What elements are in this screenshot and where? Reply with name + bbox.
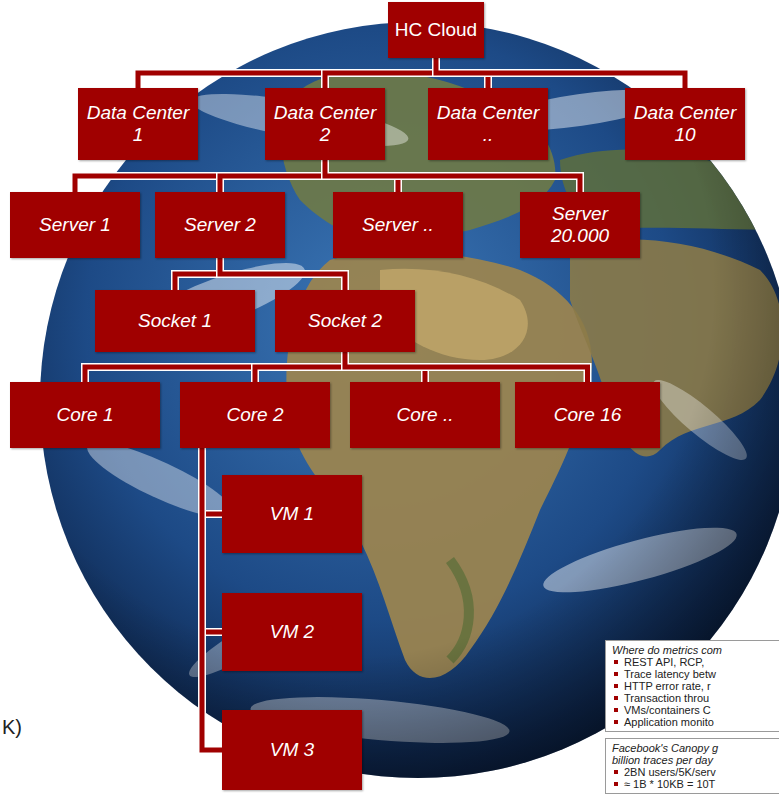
box-label: Data Center 2 — [271, 102, 379, 146]
bullet-row: Transaction throu — [612, 692, 779, 704]
bullet-marker — [614, 660, 618, 664]
hierarchy-box: VM 3 — [222, 710, 362, 790]
hierarchy-box: Core .. — [350, 382, 500, 448]
bullet-text: ≈ 1B * 10KB = 10T — [624, 778, 715, 790]
box-label: VM 1 — [270, 503, 314, 525]
box-label: Server 1 — [39, 214, 111, 236]
box-label: Server .. — [362, 214, 434, 236]
hierarchy-box: VM 1 — [222, 475, 362, 553]
bullet-row: ≈ 1B * 10KB = 10T — [612, 778, 779, 790]
bullet-marker — [614, 684, 618, 688]
hierarchy-box: Server 1 — [10, 192, 140, 258]
tree-connector — [325, 58, 436, 88]
hierarchy-box: Data Center 2 — [265, 88, 385, 160]
hierarchy-box: Server .. — [333, 192, 463, 258]
bullet-row: REST API, RCP, — [612, 656, 779, 668]
tree-connector — [325, 160, 580, 192]
tree-connector — [436, 58, 685, 88]
tree-connector — [138, 58, 436, 88]
tree-connector — [75, 160, 325, 192]
box-label: Server 20.000 — [526, 203, 634, 247]
tree-connector — [345, 352, 588, 382]
bullet-row: Trace latency betw — [612, 668, 779, 680]
bullet-text: Trace latency betw — [624, 668, 716, 680]
panel-heading: Facebook's Canopy g billion traces per d… — [612, 742, 740, 766]
hierarchy-box: Core 2 — [180, 382, 330, 448]
tree-connector — [175, 258, 220, 290]
box-label: Data Center .. — [434, 102, 542, 146]
tree-connector — [202, 448, 222, 750]
tree-connector — [255, 352, 345, 382]
hierarchy-box: Core 1 — [10, 382, 160, 448]
bullet-text: REST API, RCP, — [624, 656, 704, 668]
box-label: VM 3 — [270, 739, 314, 761]
box-label: Core 2 — [226, 404, 283, 426]
hierarchy-box: Data Center 10 — [625, 88, 745, 160]
box-label: Core .. — [396, 404, 453, 426]
bullet-text: Transaction throu — [624, 692, 709, 704]
box-label: Core 1 — [56, 404, 113, 426]
hierarchy-box: Server 20.000 — [520, 192, 640, 258]
tree-connector — [220, 258, 345, 290]
hierarchy-box: VM 2 — [222, 593, 362, 671]
hierarchy-box: Server 2 — [155, 192, 285, 258]
hierarchy-box: Core 16 — [515, 382, 660, 448]
bullet-marker — [614, 696, 618, 700]
bullet-marker — [614, 708, 618, 712]
bullet-marker — [614, 782, 618, 786]
box-label: Data Center 10 — [631, 102, 739, 146]
root-box: HC Cloud — [388, 2, 484, 58]
box-label: Socket 1 — [138, 310, 212, 332]
hierarchy-box: Data Center 1 — [78, 88, 198, 160]
box-label: Server 2 — [184, 214, 256, 236]
bullet-marker — [614, 720, 618, 724]
hierarchy-box: Socket 1 — [95, 290, 255, 352]
bullet-row: 2BN users/5K/serv — [612, 766, 779, 778]
box-label: VM 2 — [270, 621, 314, 643]
hierarchy-box: Socket 2 — [275, 290, 415, 352]
note-panel: Where do metrics comREST API, RCP,Trace … — [605, 640, 779, 732]
box-label: Socket 2 — [308, 310, 382, 332]
box-label: Data Center 1 — [84, 102, 192, 146]
bullet-marker — [614, 672, 618, 676]
panel-heading: Where do metrics com — [612, 644, 740, 656]
bullet-row: HTTP error rate, r — [612, 680, 779, 692]
bullet-row: VMs/containers C — [612, 704, 779, 716]
bullet-row: Application monito — [612, 716, 779, 728]
hierarchy-box: Data Center .. — [428, 88, 548, 160]
tree-connector — [220, 160, 325, 192]
fragment-label: K) — [2, 716, 22, 739]
bullet-text: 2BN users/5K/serv — [624, 766, 716, 778]
bullet-text: Application monito — [624, 716, 714, 728]
bullet-text: HTTP error rate, r — [624, 680, 711, 692]
tree-connector — [85, 352, 345, 382]
bullet-marker — [614, 770, 618, 774]
box-label: Core 16 — [554, 404, 622, 426]
box-label: HC Cloud — [395, 19, 477, 41]
note-panel: Facebook's Canopy g billion traces per d… — [605, 738, 779, 794]
bullet-text: VMs/containers C — [624, 704, 711, 716]
